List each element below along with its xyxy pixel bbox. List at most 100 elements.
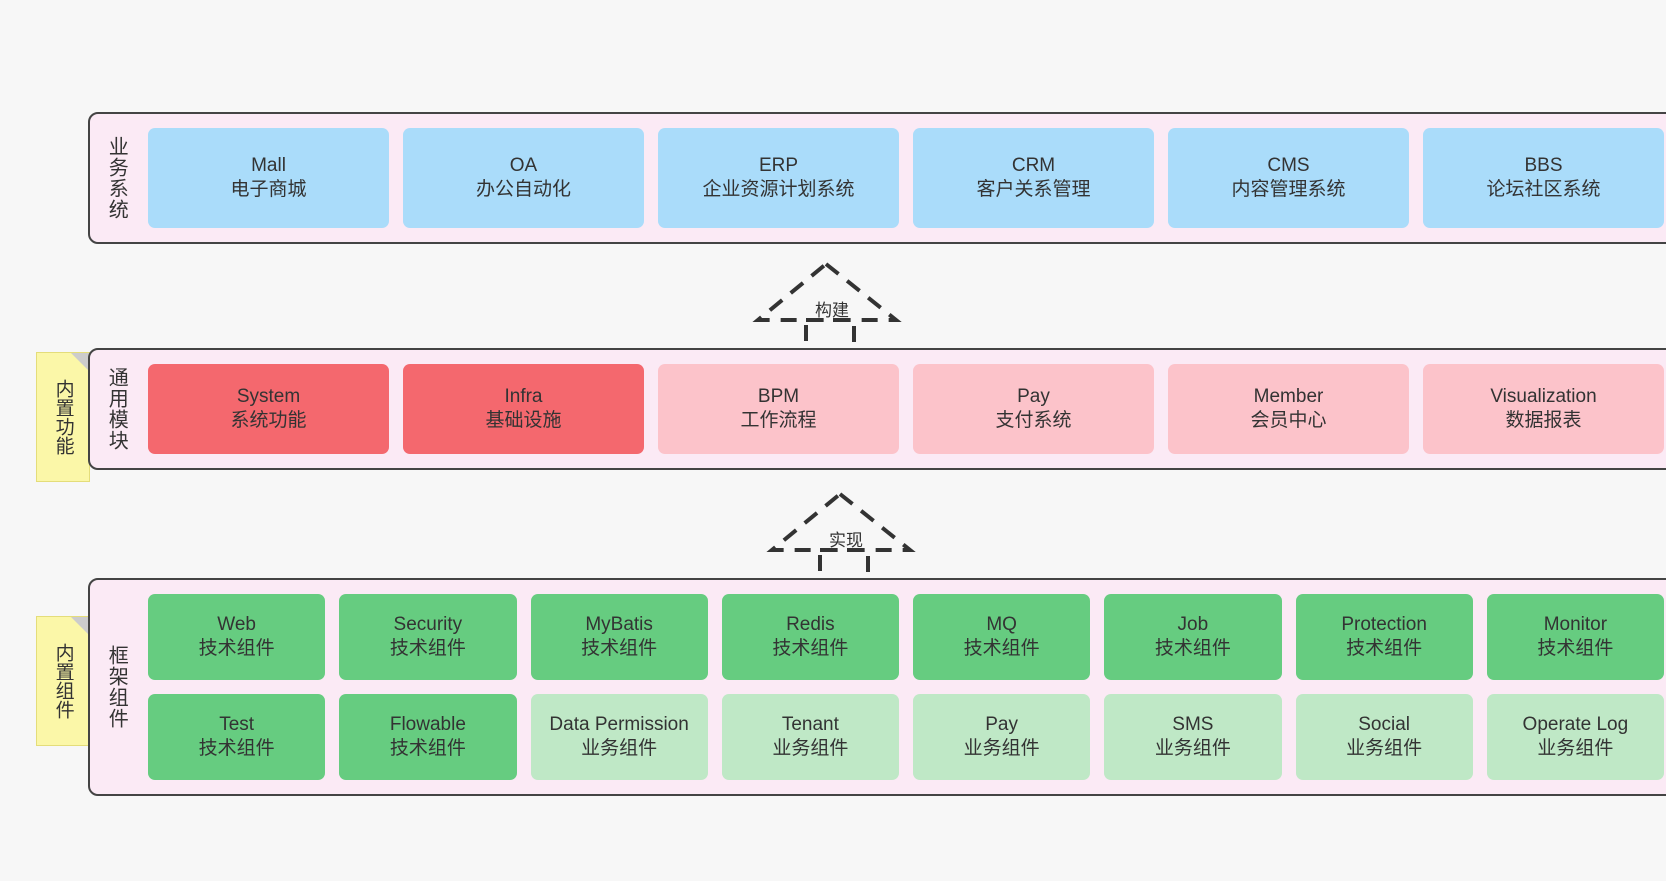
card-title: Pay xyxy=(985,713,1018,735)
card-cms[interactable]: CMS 内容管理系统 xyxy=(1168,128,1409,228)
generalization-triangle-icon xyxy=(752,261,902,322)
note-label: 内置功能 xyxy=(52,379,74,455)
card-title: BBS xyxy=(1524,154,1563,176)
card-title: Infra xyxy=(504,385,543,407)
card-subtitle: 业务组件 xyxy=(1346,738,1423,759)
layer-label-business: 业务系统 xyxy=(105,136,128,220)
card-pay[interactable]: Pay 支付系统 xyxy=(913,364,1154,454)
note-fold-corner-icon xyxy=(71,353,89,371)
card-test[interactable]: Test 技术组件 xyxy=(148,694,326,780)
note-builtin-function: 内置功能 xyxy=(36,352,90,482)
layer-common-cards: System 系统功能 Infra 基础设施 BPM 工作流程 Pay 支付系统… xyxy=(142,350,1666,468)
card-visualization[interactable]: Visualization 数据报表 xyxy=(1423,364,1664,454)
card-subtitle: 工作流程 xyxy=(740,410,817,431)
card-subtitle: 会员中心 xyxy=(1250,410,1327,431)
card-title: OA xyxy=(509,154,538,176)
card-title: Flowable xyxy=(389,713,466,735)
card-title: MyBatis xyxy=(585,613,653,635)
card-row: Test 技术组件 Flowable 技术组件 Data Permission … xyxy=(148,694,1664,780)
card-title: Test xyxy=(219,713,255,735)
card-job[interactable]: Job 技术组件 xyxy=(1104,594,1282,680)
note-label: 内置组件 xyxy=(52,643,74,719)
card-title: Mall xyxy=(251,154,286,176)
card-oa[interactable]: OA 办公自动化 xyxy=(403,128,644,228)
card-crm[interactable]: CRM 客户关系管理 xyxy=(913,128,1154,228)
layer-common-module: 通用模块 System 系统功能 Infra 基础设施 BPM 工作流程 Pay… xyxy=(88,348,1666,470)
card-title: ERP xyxy=(758,154,799,176)
card-subtitle: 基础设施 xyxy=(485,410,562,431)
connector-build: 构建 xyxy=(752,258,908,352)
card-mall[interactable]: Mall 电子商城 xyxy=(148,128,389,228)
card-subtitle: 客户关系管理 xyxy=(976,179,1091,200)
card-web[interactable]: Web 技术组件 xyxy=(148,594,326,680)
card-subtitle: 技术组件 xyxy=(963,638,1040,659)
card-monitor[interactable]: Monitor 技术组件 xyxy=(1486,594,1664,680)
connector-label-implement: 实现 xyxy=(829,531,863,550)
card-title: Pay xyxy=(1017,385,1050,407)
card-subtitle: 业务组件 xyxy=(581,738,658,759)
card-subtitle: 支付系统 xyxy=(995,410,1072,431)
card-operate-log[interactable]: Operate Log 业务组件 xyxy=(1486,694,1664,780)
card-subtitle: 技术组件 xyxy=(1154,638,1231,659)
card-title: System xyxy=(236,385,301,407)
card-title: Web xyxy=(217,613,256,635)
card-infra[interactable]: Infra 基础设施 xyxy=(403,364,644,454)
card-title: Job xyxy=(1177,613,1209,635)
card-subtitle: 论坛社区系统 xyxy=(1486,179,1601,200)
card-subtitle: 办公自动化 xyxy=(475,179,571,200)
generalization-triangle-icon xyxy=(766,491,916,552)
connector-label-build: 构建 xyxy=(815,301,849,320)
card-member[interactable]: Member 会员中心 xyxy=(1168,364,1409,454)
card-subtitle: 企业资源计划系统 xyxy=(702,179,855,200)
card-title: Operate Log xyxy=(1522,713,1629,735)
card-erp[interactable]: ERP 企业资源计划系统 xyxy=(658,128,899,228)
card-subtitle: 内容管理系统 xyxy=(1231,179,1346,200)
layer-label-common: 通用模块 xyxy=(105,367,128,451)
card-row: Web 技术组件 Security 技术组件 MyBatis 技术组件 Redi… xyxy=(148,594,1664,680)
card-bbs[interactable]: BBS 论坛社区系统 xyxy=(1423,128,1664,228)
card-title: CRM xyxy=(1011,154,1056,176)
card-sms[interactable]: SMS 业务组件 xyxy=(1104,694,1282,780)
card-subtitle: 技术组件 xyxy=(198,638,275,659)
card-subtitle: 技术组件 xyxy=(581,638,658,659)
card-protection[interactable]: Protection 技术组件 xyxy=(1295,594,1473,680)
card-title: Redis xyxy=(786,613,835,635)
card-pay-business[interactable]: Pay 业务组件 xyxy=(913,694,1091,780)
card-subtitle: 技术组件 xyxy=(772,638,849,659)
card-subtitle: 业务组件 xyxy=(1154,738,1231,759)
card-subtitle: 技术组件 xyxy=(1537,638,1614,659)
card-redis[interactable]: Redis 技术组件 xyxy=(721,594,899,680)
layer-framework-component: 框架组件 Web 技术组件 Security 技术组件 MyBatis 技术组件… xyxy=(88,578,1666,796)
card-security[interactable]: Security 技术组件 xyxy=(339,594,517,680)
layer-business-cards: Mall 电子商城 OA 办公自动化 ERP 企业资源计划系统 CRM 客户关系… xyxy=(142,114,1666,242)
card-bpm[interactable]: BPM 工作流程 xyxy=(658,364,899,454)
note-builtin-component: 内置组件 xyxy=(36,616,90,746)
layer-label-framework: 框架组件 xyxy=(105,645,128,729)
card-subtitle: 数据报表 xyxy=(1505,410,1582,431)
card-title: Social xyxy=(1358,713,1410,735)
card-title: MQ xyxy=(986,613,1017,635)
card-subtitle: 技术组件 xyxy=(389,738,466,759)
connector-stem-icon xyxy=(804,318,856,352)
card-title: Visualization xyxy=(1490,385,1597,407)
connector-stem-icon xyxy=(818,548,870,582)
card-subtitle: 电子商城 xyxy=(230,179,307,200)
card-title: Member xyxy=(1253,385,1324,407)
layer-business-system: 业务系统 Mall 电子商城 OA 办公自动化 ERP 企业资源计划系统 CRM… xyxy=(88,112,1666,244)
card-title: Security xyxy=(393,613,463,635)
connector-implement: 实现 xyxy=(766,488,922,582)
card-tenant[interactable]: Tenant 业务组件 xyxy=(721,694,899,780)
card-title: Protection xyxy=(1341,613,1427,635)
card-subtitle: 技术组件 xyxy=(198,738,275,759)
card-mq[interactable]: MQ 技术组件 xyxy=(913,594,1091,680)
card-title: SMS xyxy=(1172,713,1214,735)
card-subtitle: 业务组件 xyxy=(963,738,1040,759)
card-social[interactable]: Social 业务组件 xyxy=(1295,694,1473,780)
card-flowable[interactable]: Flowable 技术组件 xyxy=(339,694,517,780)
card-mybatis[interactable]: MyBatis 技术组件 xyxy=(530,594,708,680)
card-row: Mall 电子商城 OA 办公自动化 ERP 企业资源计划系统 CRM 客户关系… xyxy=(148,128,1664,228)
card-system[interactable]: System 系统功能 xyxy=(148,364,389,454)
card-data-permission[interactable]: Data Permission 业务组件 xyxy=(530,694,708,780)
card-title: Data Permission xyxy=(549,713,689,735)
